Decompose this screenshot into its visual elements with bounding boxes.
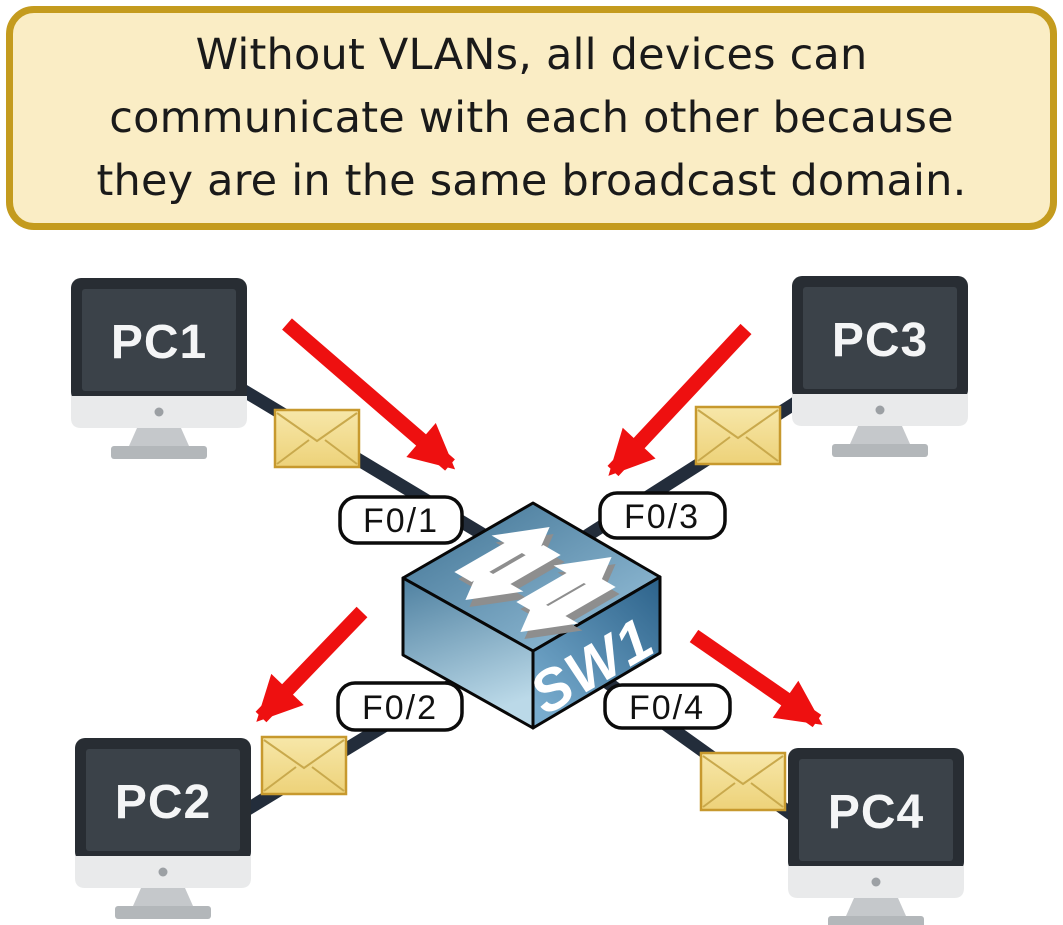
switch-sw1: SW1: [401, 501, 666, 730]
caption-line-1: Without VLANs, all devices can: [195, 29, 868, 80]
caption-line-2: communicate with each other because: [109, 92, 954, 143]
pc4-label: PC4: [828, 786, 924, 839]
switch-right-face: [531, 575, 662, 730]
pc1-label: PC1: [111, 316, 207, 369]
envelope-icon-pc4: [699, 751, 787, 812]
port-label-box: [598, 491, 727, 540]
monitor-screen: [82, 289, 236, 391]
port-label-box: [338, 495, 464, 545]
port-label-box: [603, 683, 732, 730]
camera-dot-icon: [158, 867, 168, 877]
port-label-text: F0/4: [629, 689, 705, 727]
port-label-f02: F0/2: [336, 681, 464, 732]
monitor-screen: [86, 749, 240, 851]
red-arrow-sw1-to-pc4: [689, 629, 823, 728]
broadcast-arrows: [255, 318, 823, 728]
monitor-base: [115, 906, 211, 919]
pc2-label: PC2: [115, 776, 211, 829]
monitor-stand: [129, 428, 189, 446]
caption-box: Without VLANs, all devices can communica…: [6, 6, 1057, 230]
pc4-computer: PC4: [788, 748, 964, 925]
monitor-screen: [799, 759, 953, 861]
port-label-f03: F0/3: [598, 491, 727, 540]
pc3-label: PC3: [832, 314, 928, 367]
monitor-stand: [846, 898, 906, 916]
pc2-computer: PC2: [75, 738, 251, 919]
monitor-screen: [803, 287, 957, 389]
red-arrow-pc1-to-sw1: [282, 318, 456, 471]
port-label-f01: F0/1: [338, 495, 464, 545]
caption-line-3: they are in the same broadcast domain.: [96, 155, 967, 206]
port-label-box: [336, 681, 464, 732]
monitor-stand: [133, 888, 193, 906]
pc1-computer: PC1: [71, 278, 247, 459]
camera-dot-icon: [154, 407, 164, 417]
red-arrow-sw1-to-pc2: [255, 606, 368, 723]
monitor-base: [832, 444, 928, 457]
monitor-stand: [850, 426, 910, 444]
envelope-icon-pc3: [694, 405, 782, 466]
port-label-f04: F0/4: [603, 683, 732, 730]
port-label-text: F0/2: [362, 689, 438, 727]
monitor-base: [828, 916, 924, 925]
red-arrow-pc3-to-sw1: [607, 323, 752, 477]
envelope-icon-pc1: [273, 408, 361, 469]
camera-dot-icon: [871, 877, 881, 887]
port-label-text: F0/3: [624, 498, 700, 536]
monitor-base: [111, 446, 207, 459]
port-label-text: F0/1: [363, 502, 439, 540]
envelope-icon-pc2: [260, 735, 348, 796]
pc3-computer: PC3: [792, 276, 968, 457]
camera-dot-icon: [875, 405, 885, 415]
